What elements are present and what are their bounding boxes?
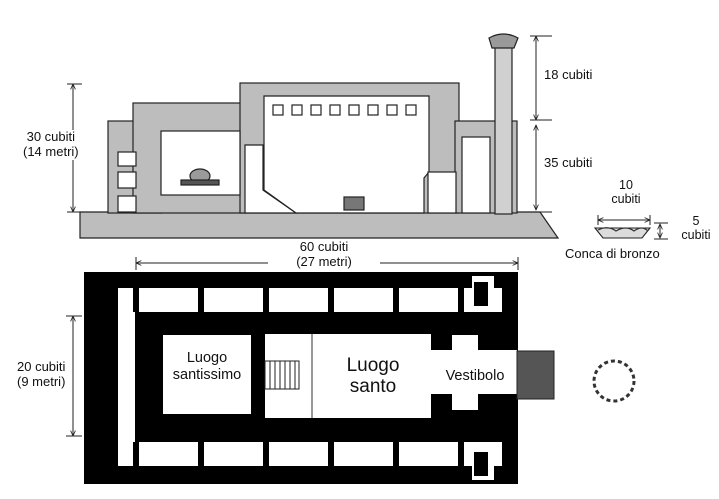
- elevation-view: [79, 33, 560, 239]
- porch-interior: [461, 136, 491, 214]
- plan-view: [66, 257, 636, 484]
- clerestory-window: [329, 104, 341, 116]
- plan-length-label: 60 cubiti (27 metri): [268, 239, 380, 270]
- height-total-label: 30 cubiti (14 metri): [22, 129, 80, 160]
- holy-place-label: Luogo santo: [318, 355, 428, 398]
- clerestory-window: [272, 104, 284, 116]
- clerestory-window: [367, 104, 379, 116]
- basin-height-line1: 5: [692, 214, 700, 228]
- vestibule-room: [431, 350, 517, 394]
- height-total-line2: (14 metri): [23, 143, 79, 159]
- plan-width-line2: (9 metri): [17, 373, 66, 389]
- basin-width-line2: cubiti: [611, 192, 641, 207]
- bronze-basin: [593, 227, 652, 239]
- column-capital: [488, 33, 519, 49]
- basin-label: Conca di bronzo: [565, 246, 660, 261]
- hall-interior: [263, 95, 430, 214]
- vestibule-notch-bottom: [452, 392, 478, 410]
- side-window: [117, 151, 137, 167]
- vestibule-label: Vestibolo: [445, 368, 505, 384]
- plan-width-line1: 20 cubiti: [17, 359, 66, 374]
- clerestory-window: [310, 104, 322, 116]
- basin-plan-icon: [592, 359, 636, 403]
- holy-of-holies-room: [163, 335, 251, 414]
- height-total-line1: 30 cubiti: [26, 129, 76, 144]
- bronze-column: [494, 43, 513, 215]
- holy-of-holies-line1: Luogo: [186, 350, 228, 366]
- basin-width-line1: 10: [619, 178, 633, 192]
- holy-place-line1: Luogo: [346, 355, 400, 376]
- basin-height-label: 5 cubiti: [676, 214, 716, 243]
- table-icon: [343, 196, 365, 211]
- porch-pillar: [427, 171, 457, 214]
- stairs-icon: [264, 360, 300, 390]
- plan-width-label: 20 cubiti (9 metri): [16, 359, 67, 390]
- holy-place-line2: santo: [349, 375, 397, 397]
- side-window: [117, 195, 137, 213]
- clerestory-window: [291, 104, 303, 116]
- porch-height-label: 35 cubiti: [544, 155, 593, 170]
- clerestory-window: [386, 104, 398, 116]
- basin-width-label: 10 cubiti: [606, 178, 646, 207]
- plan-length-line1: 60 cubiti: [299, 239, 349, 254]
- entrance-steps: [516, 350, 555, 400]
- clerestory-window: [405, 104, 417, 116]
- column-height-label: 18 cubiti: [544, 67, 593, 82]
- side-window: [117, 171, 137, 189]
- base-platform: [79, 211, 560, 239]
- ark-base: [180, 179, 220, 186]
- plan-length-line2: (27 metri): [296, 253, 352, 269]
- holy-of-holies-line2: santissimo: [172, 366, 242, 383]
- clerestory-window: [348, 104, 360, 116]
- basin-height-line2: cubiti: [681, 228, 711, 243]
- holy-of-holies-label: Luogo santissimo: [160, 350, 254, 383]
- vestibule-notch-top: [452, 335, 478, 353]
